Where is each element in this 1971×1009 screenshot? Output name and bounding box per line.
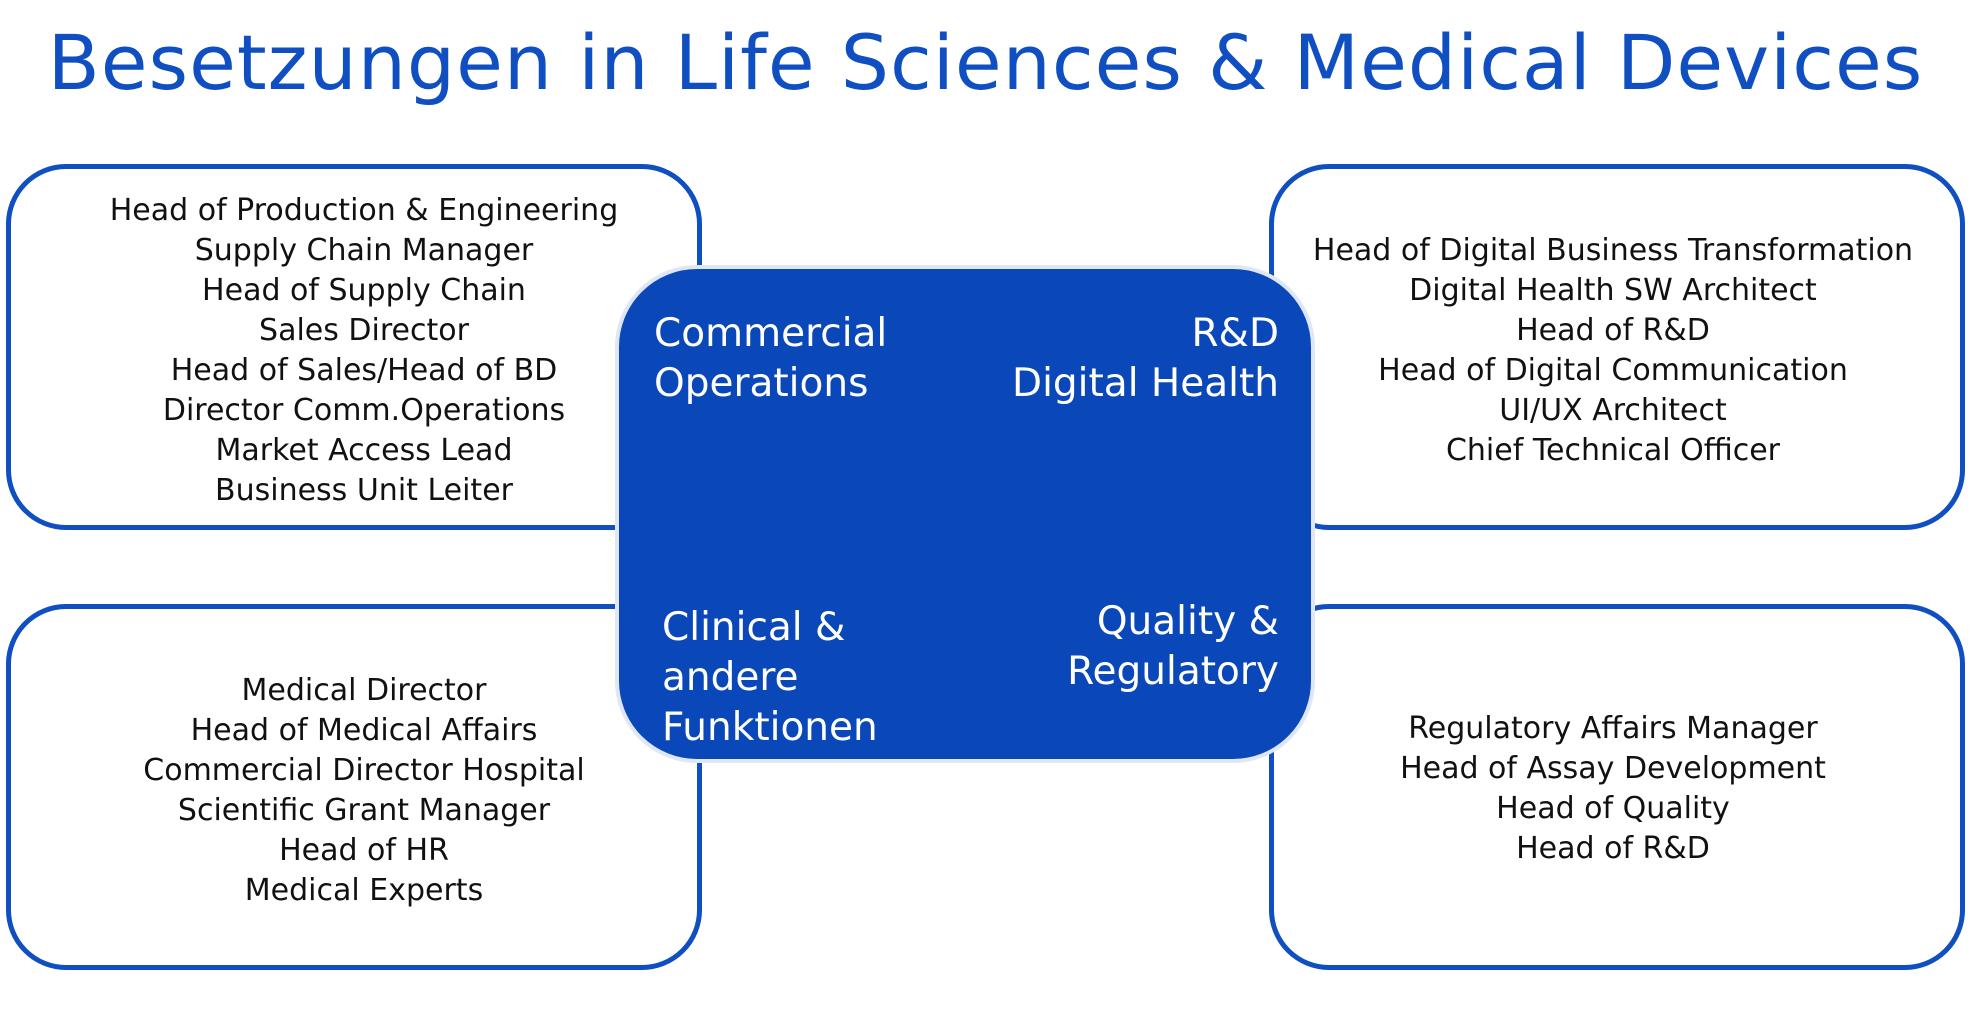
- quality-regulatory-roles-list: Regulatory Affairs Manager Head of Assay…: [1270, 709, 1956, 869]
- role-item: Medical Experts: [244, 873, 484, 908]
- role-item: Business Unit Leiter: [215, 473, 513, 508]
- quadrant-label-line: Regulatory: [1067, 649, 1279, 694]
- role-item: Head of Supply Chain: [202, 273, 526, 308]
- role-item: Head of Sales/Head of BD: [170, 353, 558, 388]
- role-item: Scientific Grant Manager: [177, 793, 551, 828]
- role-item: Head of Medical Affairs: [190, 713, 538, 748]
- role-item: Chief Technical Officer: [1445, 433, 1781, 468]
- quadrant-label-quality-regulatory: Quality & Regulatory: [1067, 597, 1279, 697]
- quadrant-label-rd-digital-health: R&D Digital Health: [1012, 309, 1279, 409]
- quadrant-label-line: Operations: [654, 361, 869, 406]
- quadrant-label-clinical-functions: Clinical & andere Funktionen: [662, 603, 878, 753]
- quadrant-label-line: Funktionen: [662, 705, 878, 750]
- role-item: Head of Assay Development: [1400, 751, 1826, 786]
- quadrant-label-line: Quality &: [1096, 599, 1279, 644]
- quadrant-label-line: R&D: [1191, 311, 1279, 356]
- clinical-functions-box: Medical Director Head of Medical Affairs…: [6, 604, 702, 970]
- role-item: Market Access Lead: [215, 433, 513, 468]
- role-item: Head of Digital Business Transformation: [1312, 233, 1914, 268]
- commercial-operations-box: Head of Production & Engineering Supply …: [6, 164, 702, 530]
- commercial-operations-roles-list: Head of Production & Engineering Supply …: [21, 191, 707, 511]
- rd-digital-health-roles-list: Head of Digital Business Transformation …: [1270, 231, 1956, 471]
- role-item: Commercial Director Hospital: [143, 753, 585, 788]
- role-item: Sales Director: [259, 313, 469, 348]
- page-title: Besetzungen in Life Sciences & Medical D…: [47, 18, 1924, 107]
- role-item: Director Comm.Operations: [162, 393, 566, 428]
- center-quadrant-panel: Commercial Operations R&D Digital Health…: [615, 265, 1315, 763]
- role-item: Head of Digital Communication: [1378, 353, 1848, 388]
- rd-digital-health-box: Head of Digital Business Transformation …: [1269, 164, 1965, 530]
- quality-regulatory-box: Regulatory Affairs Manager Head of Assay…: [1269, 604, 1965, 970]
- quadrant-label-line: Digital Health: [1012, 361, 1279, 406]
- quadrant-label-commercial-operations: Commercial Operations: [654, 309, 887, 409]
- quadrant-label-line: Commercial: [654, 311, 888, 356]
- role-item: Digital Health SW Architect: [1409, 273, 1817, 308]
- clinical-functions-roles-list: Medical Director Head of Medical Affairs…: [21, 671, 707, 911]
- role-item: Head of R&D: [1516, 313, 1710, 348]
- role-item: Head of Quality: [1496, 791, 1730, 826]
- role-item: Head of Production & Engineering: [109, 193, 619, 228]
- role-item: UI/UX Architect: [1499, 393, 1727, 428]
- role-item: Head of HR: [279, 833, 449, 868]
- role-item: Regulatory Affairs Manager: [1408, 711, 1818, 746]
- quadrant-label-line: andere: [662, 655, 799, 700]
- quadrant-label-line: Clinical &: [662, 605, 846, 650]
- role-item: Medical Director: [241, 673, 487, 708]
- role-item: Head of R&D: [1516, 831, 1710, 866]
- role-item: Supply Chain Manager: [194, 233, 534, 268]
